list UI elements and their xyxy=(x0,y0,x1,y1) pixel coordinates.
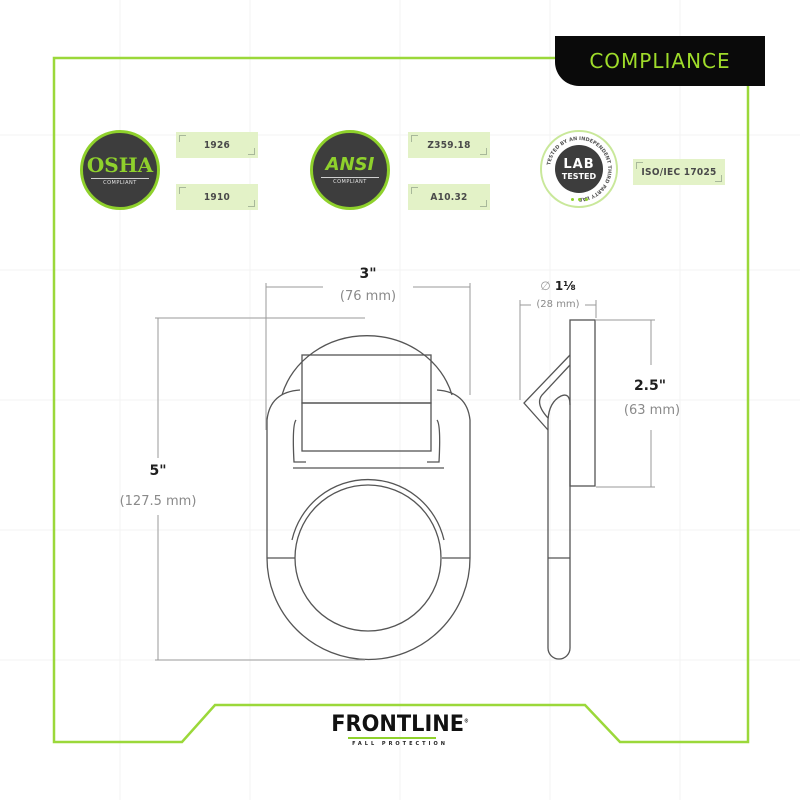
compliance-title: COMPLIANCE xyxy=(589,49,731,73)
diameter-imperial: ∅ 1⅛ xyxy=(528,279,588,293)
brand-tagline: FALL PROTECTION xyxy=(352,741,448,747)
compliance-header-tab: COMPLIANCE xyxy=(555,36,765,86)
ansi-badge-subtitle: COMPLIANT xyxy=(333,178,367,185)
width-imperial: 3" xyxy=(359,266,377,282)
diameter-value: 1⅛ xyxy=(554,279,576,293)
lab-dots xyxy=(571,198,588,201)
osha-badge-name: OSHA xyxy=(86,152,154,177)
plate-height-imperial: 2.5" xyxy=(633,378,667,394)
lab-line1: LAB xyxy=(563,156,595,172)
diameter-symbol-icon: ∅ xyxy=(540,279,551,293)
ansi-badge-icon: ANSI COMPLIANT xyxy=(310,130,390,210)
lab-line2: TESTED xyxy=(561,171,597,181)
osha-badge-icon: OSHA COMPLIANT xyxy=(80,130,160,210)
front-view-drawing xyxy=(266,335,471,661)
brand-name: FRONTLINE® xyxy=(331,712,469,737)
logo-accent-bar xyxy=(348,737,436,739)
lab-tested-badge-icon: TESTED BY AN INDEPENDENT THIRD PARTY LAB… xyxy=(540,130,618,208)
side-view-drawing xyxy=(523,319,596,660)
osha-standard-1926: 1926 xyxy=(176,132,258,158)
badge-divider xyxy=(91,177,149,179)
ansi-standard-a10-32: A10.32 xyxy=(408,184,490,210)
ansi-standard-z359-18: Z359.18 xyxy=(408,132,490,158)
badge-divider xyxy=(321,176,379,178)
ansi-badge-name: ANSI xyxy=(325,153,375,175)
width-metric: (76 mm) xyxy=(339,289,397,304)
frontline-logo: FRONTLINE® FALL PROTECTION xyxy=(320,712,480,747)
green-frame-border xyxy=(52,56,750,744)
height-imperial: 5" xyxy=(149,463,167,479)
osha-standard-1910: 1910 xyxy=(176,184,258,210)
height-metric: (127.5 mm) xyxy=(119,494,197,509)
diameter-metric: (28 mm) xyxy=(536,299,580,310)
iso-standard-17025: ISO/IEC 17025 xyxy=(633,159,725,185)
dimension-lines xyxy=(155,283,655,661)
plate-height-metric: (63 mm) xyxy=(623,403,681,418)
osha-badge-subtitle: COMPLIANT xyxy=(103,179,137,186)
lab-tested-center: LAB TESTED xyxy=(555,145,603,193)
